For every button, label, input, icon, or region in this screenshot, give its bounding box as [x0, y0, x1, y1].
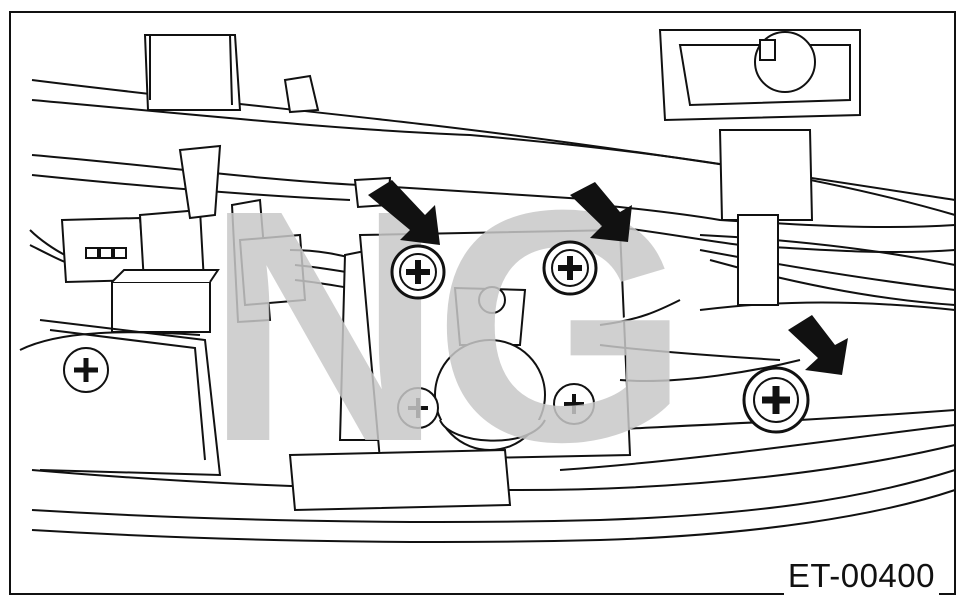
marked-screw-3 — [742, 366, 810, 434]
latch-housing — [658, 29, 861, 221]
arrow-3-icon — [788, 315, 848, 375]
wire-harness — [599, 204, 956, 306]
marked-screw-2 — [542, 240, 598, 296]
door-latch-mechanism — [288, 176, 801, 512]
arrow-1-icon — [368, 180, 440, 245]
left-mount-plate — [39, 319, 222, 477]
left-connector — [29, 144, 366, 333]
figure-id-label: ET-00400 — [783, 557, 939, 595]
upper-bracket-tab — [143, 34, 320, 114]
watermark-text: NG — [205, 141, 680, 510]
marked-screw-1 — [390, 244, 446, 300]
arrow-2-icon — [570, 182, 632, 242]
